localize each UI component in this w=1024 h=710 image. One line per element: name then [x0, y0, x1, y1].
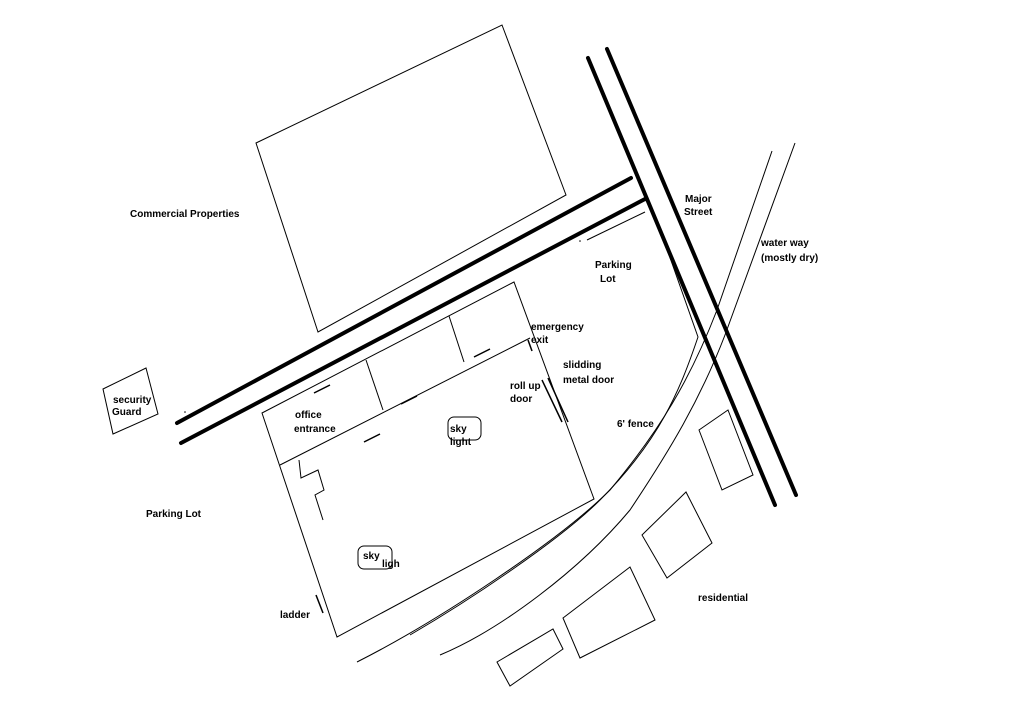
label-parking-lot-left: Parking Lot: [146, 509, 202, 520]
cross-street-upper-line: [175, 176, 633, 425]
office-divider-2: [448, 315, 465, 363]
label-skylight-2b: ligh: [382, 559, 400, 570]
waterway-right-bank: [439, 142, 796, 656]
label-commercial-properties: Commercial Properties: [130, 209, 240, 220]
stray-dot: [184, 411, 186, 413]
commercial-building: [255, 24, 567, 333]
office-entrance-door-mark: [363, 433, 381, 443]
security-guard-booth: [102, 367, 159, 435]
label-skylight-2a: sky: [363, 551, 380, 562]
label-waterway-2: (mostly dry): [761, 253, 818, 264]
label-roll-up-door-1: roll up: [510, 381, 541, 392]
ladder-mark: [315, 594, 324, 614]
label-office-entrance-1: office: [295, 410, 322, 421]
label-fence: 6' fence: [617, 419, 654, 430]
main-building: [261, 281, 595, 638]
skylight-2: [357, 545, 393, 570]
stray-dot-2: [579, 240, 581, 242]
label-skylight-1b: light: [450, 437, 472, 448]
label-security-guard-2: Guard: [112, 407, 141, 418]
sliding-door-mark: [547, 377, 569, 423]
skylight-1: [447, 416, 482, 441]
front-door-mark-2: [400, 395, 418, 405]
label-sliding-metal-door-1: slidding: [563, 360, 601, 371]
label-parking-lot-top-1: Parking: [595, 260, 632, 271]
residential-house-4: [496, 628, 564, 687]
residential-house-2: [641, 491, 713, 579]
label-emergency-exit-2: exit: [531, 335, 549, 346]
label-emergency-exit-1: emergency: [531, 322, 584, 333]
rollup-door-mark: [541, 379, 563, 423]
emergency-exit-door-mark: [527, 339, 533, 352]
label-office-entrance-2: entrance: [294, 424, 336, 435]
office-entrance-partition: [298, 459, 325, 521]
label-residential: residential: [698, 593, 748, 604]
office-divider-1: [365, 359, 384, 411]
label-major-street-1: Major: [685, 194, 712, 205]
label-major-street-2: Street: [684, 207, 713, 218]
label-parking-lot-top-2: Lot: [600, 274, 616, 285]
label-security-guard-1: security: [113, 395, 152, 406]
label-roll-up-door-2: door: [510, 394, 532, 405]
front-door-mark-3: [473, 348, 491, 358]
residential-house-1: [698, 409, 754, 491]
label-sliding-metal-door-2: metal door: [563, 375, 614, 386]
fence-top-segment: [586, 211, 646, 241]
fence-line: [409, 198, 699, 636]
residential-house-3: [562, 566, 656, 659]
label-waterway-1: water way: [760, 238, 809, 249]
major-street-left-line: [586, 56, 777, 507]
label-skylight-1a: sky: [450, 424, 467, 435]
cross-street-lower-line: [179, 197, 647, 445]
front-door-mark-1: [313, 384, 331, 394]
label-ladder: ladder: [280, 610, 310, 621]
waterway-left-bank: [356, 150, 773, 663]
major-street-right-line: [605, 47, 798, 497]
